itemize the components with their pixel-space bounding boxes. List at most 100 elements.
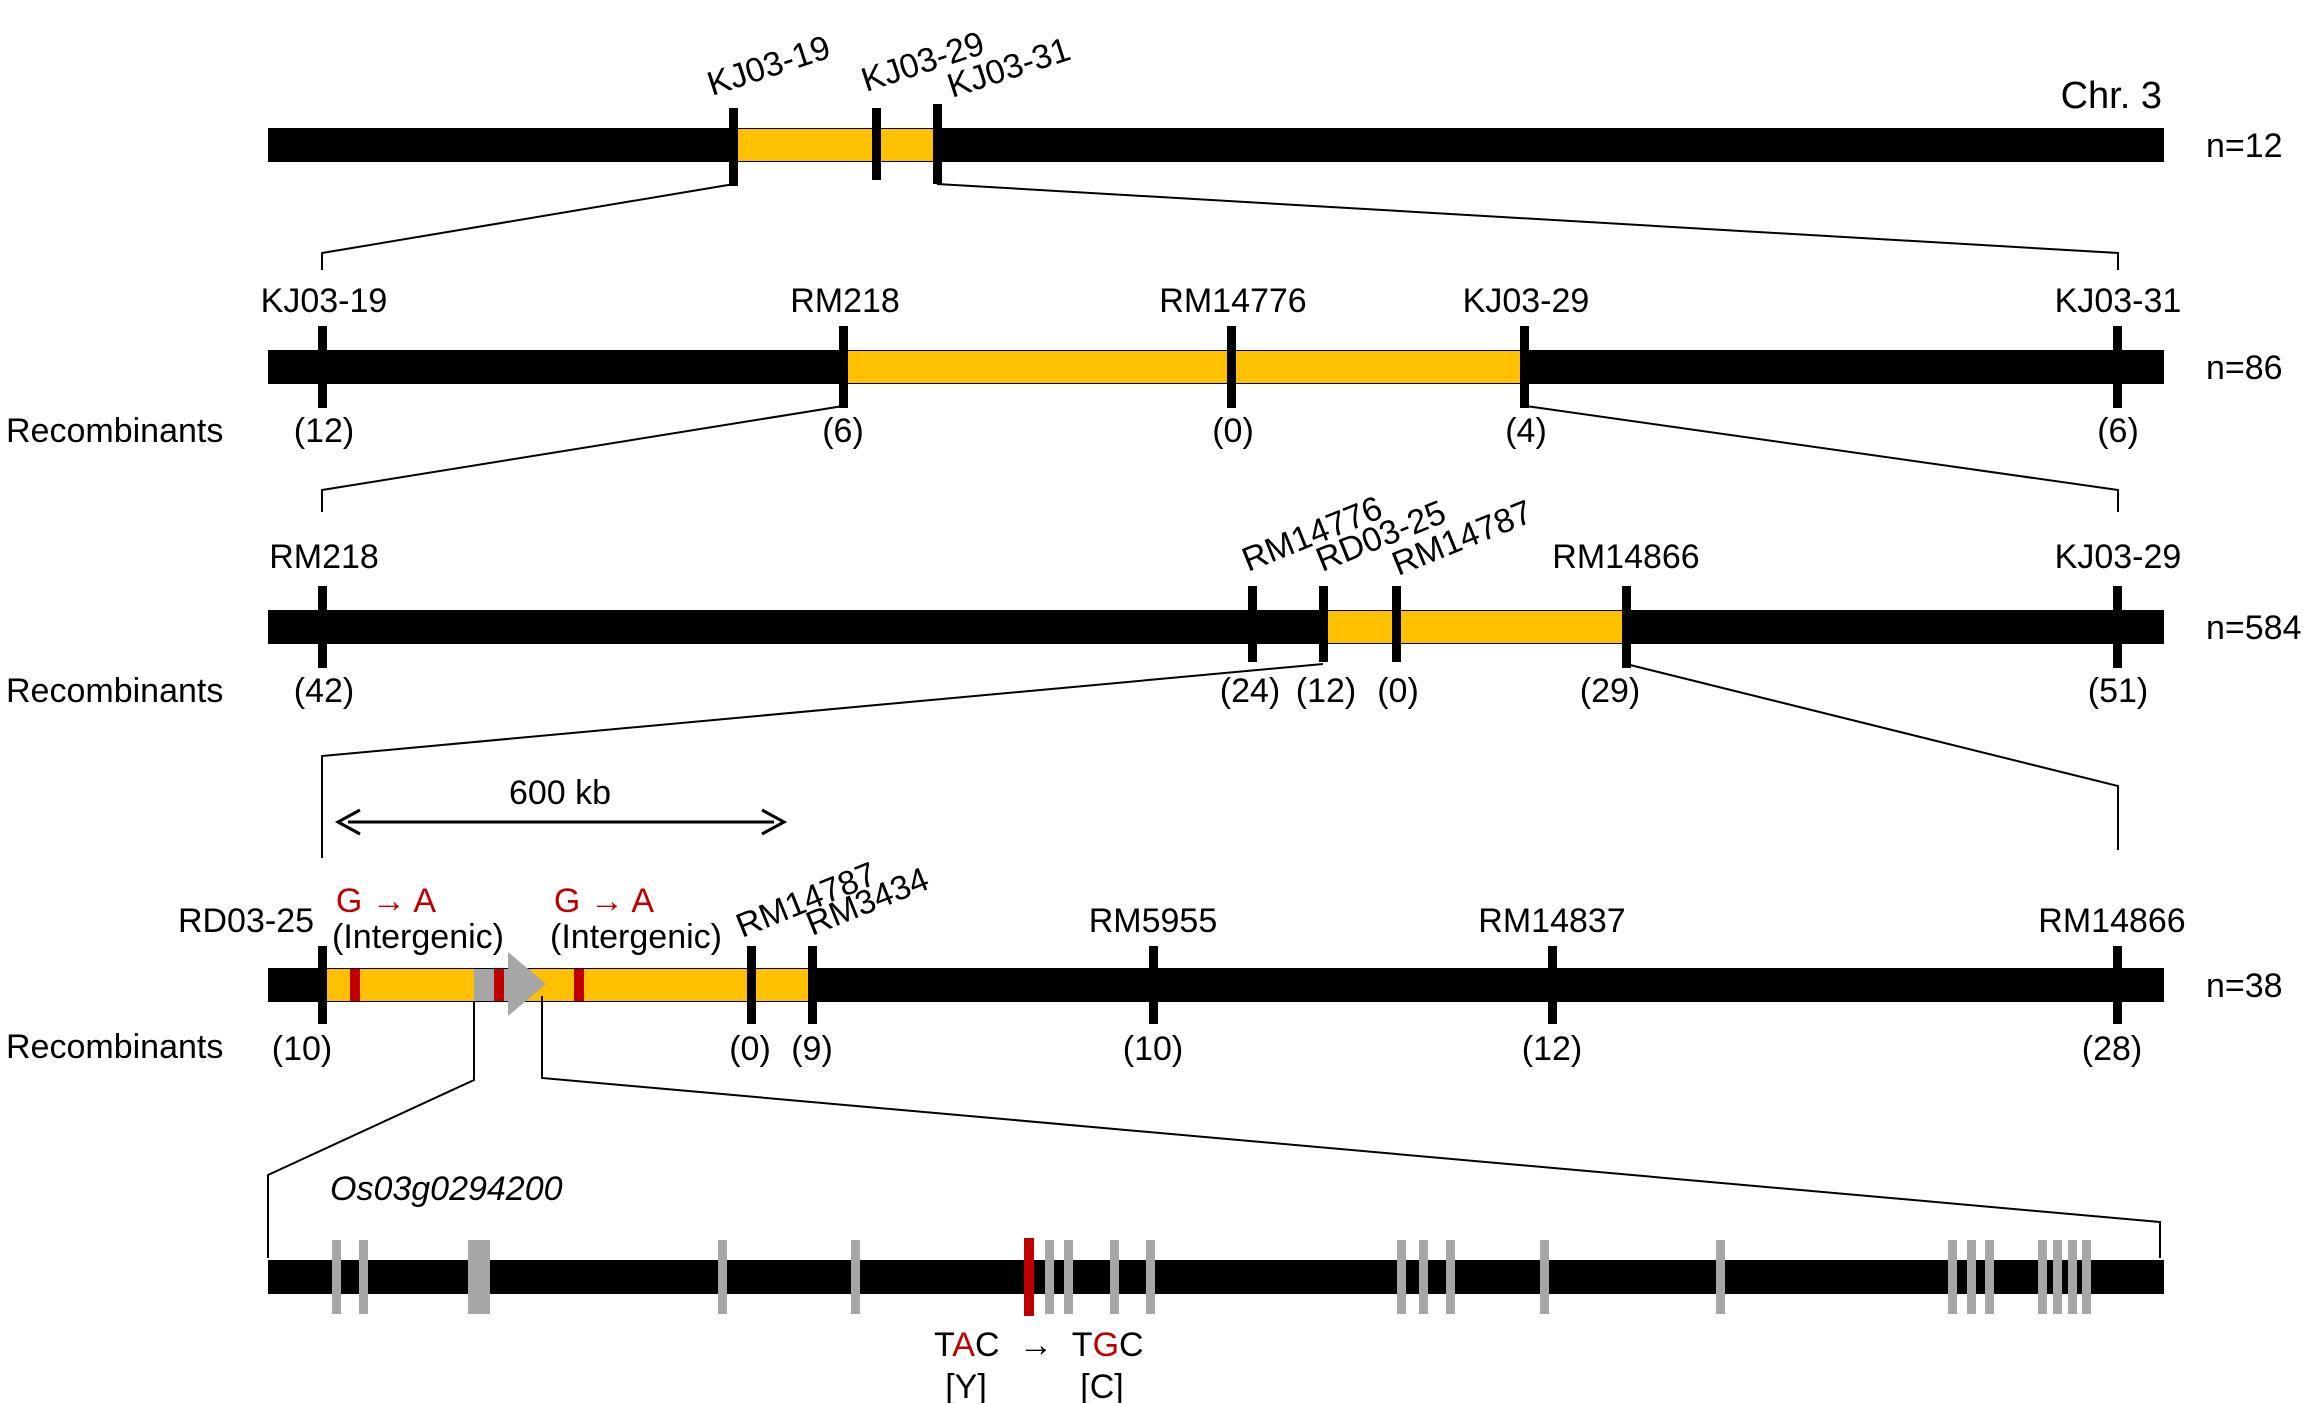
marker-label: KJ03-29 (1463, 282, 1590, 320)
recombinant-count: (9) (791, 1030, 833, 1068)
arrow-icon: → (1019, 1326, 1053, 1364)
chromosome-label: Chr. 3 (2061, 75, 2162, 117)
codon-from-3: C (975, 1326, 1000, 1364)
marker-label: RD03-25 (178, 902, 314, 940)
snp-change: G → A (554, 882, 654, 920)
exon-block (1540, 1240, 1549, 1314)
scale-label: 600 kb (509, 774, 611, 812)
exon-block (1716, 1240, 1725, 1314)
recombinant-count: (0) (1212, 412, 1254, 450)
exon-block (1446, 1240, 1455, 1314)
exon-block (718, 1240, 727, 1314)
row2-chromosome: KJ03-19 RM218 RM14776 KJ03-29 KJ03-31 (1… (6, 282, 2283, 450)
recombinant-count: (6) (822, 412, 864, 450)
marker-tick (1392, 586, 1401, 662)
marker-label: RM14776 (1159, 282, 1306, 320)
exon-block (332, 1240, 341, 1314)
snp-change: G → A (336, 882, 436, 920)
marker-label: KJ03-19 (703, 28, 835, 103)
population-size: n=86 (2206, 349, 2283, 387)
exon-block (468, 1240, 490, 1314)
codon-from-2: A (952, 1326, 975, 1364)
candidate-region (1327, 611, 1625, 643)
exon-block (1985, 1240, 1994, 1314)
recombinant-count: (42) (294, 672, 354, 710)
gene-bar (268, 1260, 2164, 1294)
exon-block (2082, 1240, 2091, 1314)
marker-label: RM14866 (2038, 902, 2185, 940)
exon-block (1397, 1240, 1406, 1314)
recombinant-count: (12) (1522, 1030, 1582, 1068)
recombinant-count: (24) (1220, 672, 1280, 710)
recombinant-count: (10) (272, 1030, 332, 1068)
row1-chromosome: KJ03-19 KJ03-29 KJ03-31 Chr. 3 n=12 (268, 24, 2283, 186)
marker-label: RM218 (269, 538, 379, 576)
recombinant-count: (4) (1505, 412, 1547, 450)
marker-tick (839, 326, 848, 408)
codon-to-2: G (1093, 1326, 1119, 1364)
amino-acid-to: [C] (1080, 1368, 1123, 1403)
amino-acid-from: [Y] (945, 1368, 987, 1403)
zoom-connector (321, 663, 2119, 858)
snp-region: (Intergenic) (332, 918, 504, 956)
marker-label: RM5955 (1089, 902, 1218, 940)
recombinant-count: (6) (2097, 412, 2139, 450)
marker-tick (318, 326, 327, 408)
marker-label: KJ03-29 (2055, 538, 2182, 576)
recombinant-count: (28) (2082, 1030, 2142, 1068)
snp-region: (Intergenic) (550, 918, 722, 956)
candidate-region (734, 129, 936, 161)
exon-block (2053, 1240, 2062, 1314)
exon-block (2068, 1240, 2077, 1314)
exon-block (1419, 1240, 1428, 1314)
svg-text:TAC → TGC: TAC → TGC (934, 1326, 1144, 1364)
recombinant-count: (51) (2088, 672, 2148, 710)
marker-tick (318, 586, 327, 668)
marker-tick (1149, 946, 1158, 1024)
exon-block (359, 1240, 368, 1314)
zoom-connector (321, 405, 2119, 512)
exon-block (1967, 1240, 1976, 1314)
marker-tick (318, 946, 327, 1024)
exon-group (332, 1240, 2091, 1314)
population-size: n=584 (2206, 609, 2302, 647)
population-size: n=12 (2206, 127, 2283, 165)
recombinant-count: (12) (1296, 672, 1356, 710)
marker-tick (872, 108, 881, 180)
recombinant-count: (10) (1123, 1030, 1183, 1068)
marker-label: KJ03-19 (261, 282, 388, 320)
row5-gene-structure: Os03g0294200 TAC → TGC [Y] [C] (268, 1170, 2164, 1403)
exon-block (1146, 1240, 1155, 1314)
codon-to-3: C (1119, 1326, 1144, 1364)
population-size: n=38 (2206, 967, 2283, 1005)
marker-label: KJ03-31 (2055, 282, 2182, 320)
recombinants-label: Recombinants (6, 1028, 223, 1066)
marker-tick (1520, 326, 1529, 408)
scale-bar: 600 kb (334, 774, 788, 836)
snp-mark (350, 969, 360, 1001)
marker-label: RM218 (790, 282, 900, 320)
codon-to-1: T (1072, 1326, 1093, 1364)
exon-block (1045, 1240, 1054, 1314)
exon-block (1948, 1240, 1957, 1314)
chromosome-bar (268, 128, 2164, 162)
recombinant-count: (12) (294, 412, 354, 450)
recombinant-count: (29) (1580, 672, 1640, 710)
marker-tick (2113, 946, 2122, 1024)
marker-label: RM14837 (1478, 902, 1625, 940)
codon-change: TAC → TGC [Y] [C] (934, 1326, 1144, 1403)
marker-label: RM14866 (1552, 538, 1699, 576)
mutation-site (1024, 1238, 1034, 1316)
exon-block (2038, 1240, 2047, 1314)
zoom-connector (267, 996, 2161, 1258)
marker-tick (933, 104, 942, 184)
chromosome-bar (268, 610, 2164, 644)
recombinant-count: (0) (1377, 672, 1419, 710)
marker-tick (1248, 586, 1257, 662)
recombinants-label: Recombinants (6, 412, 223, 450)
candidate-region (326, 969, 812, 1001)
row3-chromosome: RM218 RM14776 RD03-25 RM14787 RM14866 KJ… (6, 489, 2302, 710)
marker-tick (729, 108, 738, 186)
marker-tick (747, 946, 756, 1024)
